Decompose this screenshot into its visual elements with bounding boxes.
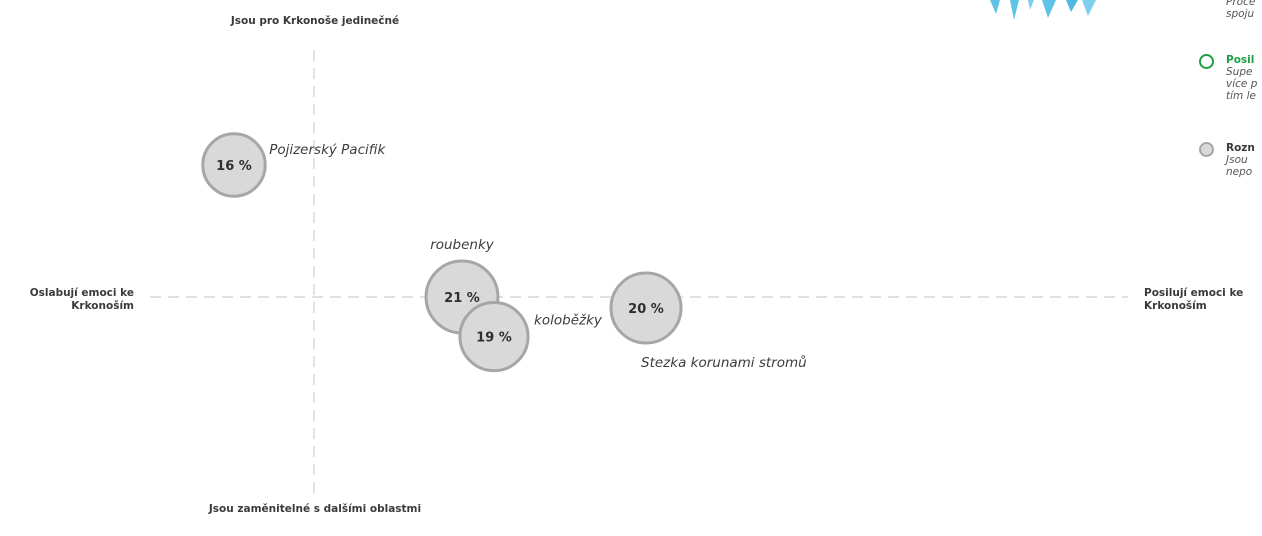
x-axis-right-label: Posilují emoci ke Krkonoším <box>1144 287 1244 312</box>
legend-item-3-desc-1: Jsou <box>1226 154 1248 166</box>
bubble-kolobezky: 19 % koloběžky <box>458 301 603 373</box>
bubble-value-stezka-korunami-stromu: 20 % <box>628 302 664 317</box>
bubble-circle-stezka-korunami-stromu <box>609 271 683 345</box>
bubble-pojizersky-pacifik: 16 % Pojizerský Pacifik <box>201 132 386 198</box>
legend-item-1-desc-1: Proce <box>1226 0 1256 8</box>
y-axis-bottom-label: Jsou zaměnitelné s dalšími oblastmi <box>208 503 422 515</box>
grey-circle-icon <box>1199 142 1214 157</box>
bubble-label-stezka-korunami-stromu: Stezka korunami stromů <box>641 355 807 371</box>
legend-item-2-desc-3: tím le <box>1226 90 1256 102</box>
bubble-label-kolobezky: koloběžky <box>534 313 603 329</box>
legend-item-3-desc-2: nepo <box>1226 166 1253 178</box>
bubble-stezka-korunami-stromu: 20 % Stezka korunami stromů <box>609 271 807 371</box>
bubble-label-pojizersky-pacifik: Pojizerský Pacifik <box>269 142 386 158</box>
legend: Proce spoju Posil Supe více p tím le Roz… <box>1190 0 1262 200</box>
bubble-circle-kolobezky <box>458 301 530 373</box>
bubble-value-roubenky: 21 % <box>444 291 480 306</box>
legend-item-1-desc-2: spoju <box>1226 8 1255 20</box>
x-axis-left-label: Oslabují emoci ke Krkonoším <box>29 287 134 312</box>
decorative-brush-graphic <box>990 0 1096 20</box>
bubble-value-pojizersky-pacifik: 16 % <box>216 159 252 174</box>
bubble-label-roubenky: roubenky <box>430 237 495 253</box>
legend-item-2-desc-2: více p <box>1226 78 1258 90</box>
bubble-value-kolobezky: 19 % <box>476 331 512 346</box>
legend-item-3-title: Rozn <box>1226 142 1255 154</box>
legend-item-2-title: Posil <box>1226 54 1255 66</box>
legend-item-2-desc-1: Supe <box>1226 66 1253 78</box>
green-ring-icon <box>1199 54 1214 69</box>
bubble-circle-pojizersky-pacifik <box>201 132 267 198</box>
bubbles-group: 16 % Pojizerský Pacifik 21 % roubenky 19 % ko… <box>201 132 807 373</box>
y-axis-top-label: Jsou pro Krkonoše jedinečné <box>230 15 400 27</box>
